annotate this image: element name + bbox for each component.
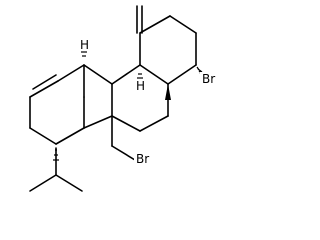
hydrogen-label-left: H <box>80 38 89 52</box>
bond-c14-c15 <box>29 127 57 145</box>
chemical-structure: Br Br H H <box>29 5 222 192</box>
bond-c7-c8 <box>111 115 141 132</box>
bond-c12-c13-double-b <box>32 74 57 90</box>
bond-c4-c3 <box>139 15 171 34</box>
bond-c11-c12 <box>57 64 85 82</box>
skeleton-bonds <box>29 5 197 192</box>
bond-c15-c7 <box>55 127 85 145</box>
stereo-bonds <box>53 51 207 161</box>
h-left-hash-bond <box>81 51 87 57</box>
bond-c1-c10 <box>167 64 197 85</box>
methyl-wedge <box>165 84 171 100</box>
bond-c6-c11 <box>83 64 113 85</box>
bond-isopropyl-right <box>55 174 83 192</box>
bond-c12-c13-double-a <box>29 80 59 98</box>
bond-c7-left <box>83 115 113 129</box>
h-mid-hash-bond <box>137 73 143 79</box>
bond-c3-c2 <box>169 15 197 34</box>
bond-ch2br-br <box>111 145 136 161</box>
atom-labels: Br Br H H <box>79 38 222 166</box>
bond-c10-c5 <box>139 64 169 85</box>
hydrogen-label-mid: H <box>136 79 145 93</box>
bromine-label-top: Br <box>202 72 215 86</box>
bond-isopropyl-left <box>29 174 57 192</box>
bond-c5-c6 <box>111 64 141 85</box>
isopropyl-hash-bond <box>53 149 59 161</box>
bromine-label-bottom: Br <box>136 152 149 166</box>
bond-c8-c9 <box>139 115 169 132</box>
